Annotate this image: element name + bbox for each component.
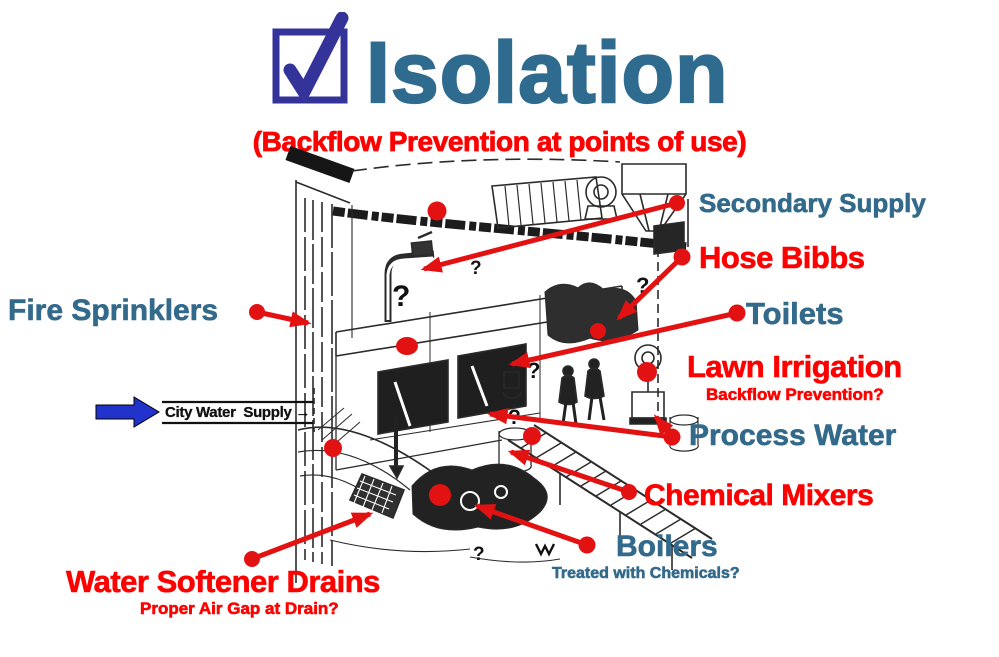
dot-boiler-room-point: [429, 484, 451, 506]
callout-connectors: [251, 200, 738, 562]
callout-process-water: Process Water: [689, 419, 897, 452]
callout-dots: [244, 195, 746, 567]
arrow-process-water-left: [486, 408, 673, 440]
backflow-preventer-valve: [410, 240, 434, 257]
dot-toilets: [728, 304, 746, 322]
callout-lawn-irrigation-note: Backflow Prevention?: [706, 385, 884, 404]
arrow-hose-bibbs: [616, 255, 684, 321]
right-interior-group: [544, 221, 699, 452]
arrow-secondary-supply: [420, 200, 678, 273]
callout-fire-sprinklers: Fire Sprinklers: [8, 294, 219, 327]
scribble-mark: [534, 543, 556, 557]
service-entry-group: [162, 388, 361, 449]
dot-sink-area-point: [590, 323, 606, 339]
toilet-fixture: [502, 371, 522, 399]
dot-irrigation-point: [637, 362, 657, 382]
callout-hose-bibbs: Hose Bibbs: [699, 240, 866, 275]
callout-boilers: Boilers: [616, 530, 718, 563]
question-mark: ?: [470, 258, 482, 279]
callout-toilets: Toilets: [746, 296, 844, 331]
ceiling-hatched-band: [332, 206, 689, 252]
callout-secondary-supply: Secondary Supply: [699, 188, 926, 218]
worker-figure: [588, 358, 600, 370]
arrow-boilers: [473, 503, 588, 548]
arrow-water-softener-drains: [251, 511, 374, 562]
basement-group: [297, 416, 561, 563]
mezzanine-ledge: [335, 285, 623, 357]
dot-roof-point: [427, 201, 447, 221]
line-art: ? ? ? ? ? ?: [162, 145, 713, 583]
page-title: Isolation: [365, 25, 729, 121]
roof-back-edge: [351, 158, 621, 172]
dot-boilers: [578, 536, 596, 554]
dot-mezzanine-point: [396, 337, 418, 355]
roof-front-beam: [285, 145, 355, 184]
callout-water-softener-drains-note: Proper Air Gap at Drain?: [140, 599, 339, 618]
dot-mixer-drum-point: [523, 427, 541, 445]
dot-secondary-supply: [669, 195, 685, 211]
arrow-toilets: [508, 310, 738, 369]
left-wall-group: [295, 180, 351, 583]
checked-checkbox-icon: [272, 12, 349, 104]
callout-boilers-note: Treated with Chemicals?: [552, 565, 740, 582]
dot-fire-sprinklers: [249, 304, 265, 320]
worker-figure: [562, 365, 574, 377]
city-water-arrow-icon: [95, 396, 160, 428]
conveyor-rail: [533, 424, 713, 540]
dot-process-water: [663, 428, 681, 446]
arrow-fire-sprinklers: [256, 309, 312, 328]
dot-exterior-wall-point: [324, 439, 342, 457]
rooftop-fan: [585, 176, 617, 208]
callout-water-softener-drains: Water Softener Drains: [66, 564, 381, 599]
machinery-and-workers: [544, 282, 639, 344]
dot-water-softener-drains: [244, 551, 260, 567]
city-water-supply-label: City Water Supply →: [165, 404, 311, 421]
rooftop-louver-unit: [491, 176, 603, 229]
boiler-equipment: [411, 463, 548, 531]
callout-chemical-mixers: Chemical Mixers: [644, 479, 874, 512]
question-mark: ?: [392, 280, 410, 313]
page-subtitle: (Backflow Prevention at points of use): [252, 126, 747, 158]
dot-chemical-mixers: [621, 484, 637, 500]
dot-hose-bibbs: [673, 248, 691, 266]
roof-group: [285, 145, 689, 252]
window-opening: [377, 359, 449, 435]
checkbox-checkmark: [283, 12, 349, 99]
question-mark: ?: [473, 544, 485, 565]
mixing-drum: [498, 427, 532, 473]
arrow-chemical-mixers: [507, 449, 630, 495]
callout-lawn-irrigation: Lawn Irrigation: [687, 349, 903, 384]
